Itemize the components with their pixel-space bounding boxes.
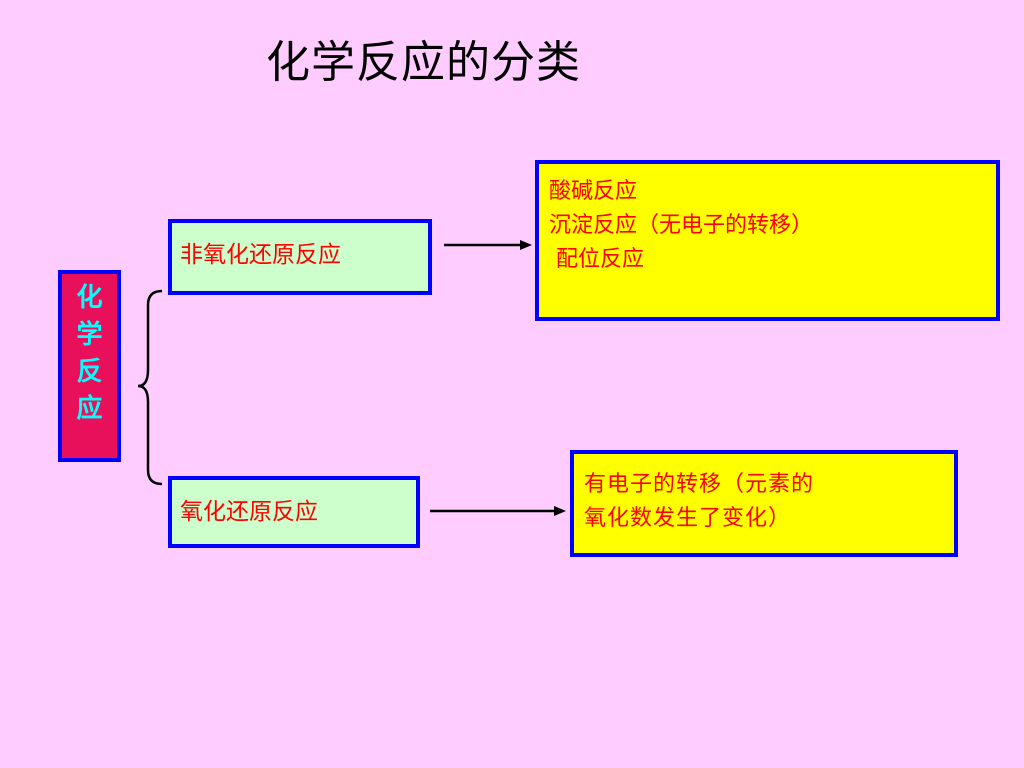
category-label: 非氧化还原反应 bbox=[180, 242, 341, 268]
arrow-to-non-redox-details bbox=[444, 240, 532, 250]
redox-details-box: 有电子的转移（元素的 氧化数发生了变化） bbox=[570, 450, 958, 557]
details-text: 有电子的转移（元素的 氧化数发生了变化） bbox=[584, 468, 814, 536]
non-redox-reaction-box: 非氧化还原反应 bbox=[168, 219, 432, 295]
curly-brace bbox=[137, 289, 163, 486]
non-redox-details-box: 酸碱反应 沉淀反应（无电子的转移） 配位反应 bbox=[535, 160, 1000, 321]
root-char: 反 bbox=[76, 357, 103, 387]
root-char: 学 bbox=[76, 320, 103, 350]
root-char: 化 bbox=[76, 283, 103, 313]
arrow-to-redox-details bbox=[430, 506, 566, 516]
details-text: 酸碱反应 沉淀反应（无电子的转移） 配位反应 bbox=[549, 175, 813, 277]
detail-line: 有电子的转移（元素的 bbox=[584, 472, 815, 497]
root-label: 化 学 反 应 bbox=[62, 280, 117, 428]
root-char: 应 bbox=[76, 394, 103, 424]
detail-line: 配位反应 bbox=[549, 247, 644, 272]
detail-line: 沉淀反应（无电子的转移） bbox=[549, 213, 814, 238]
root-chemical-reaction-box: 化 学 反 应 bbox=[58, 270, 121, 462]
slide-title: 化学反应的分类 bbox=[266, 37, 581, 88]
category-label: 氧化还原反应 bbox=[180, 499, 318, 525]
detail-line: 氧化数发生了变化） bbox=[584, 506, 792, 531]
detail-line: 酸碱反应 bbox=[549, 179, 638, 204]
redox-reaction-box: 氧化还原反应 bbox=[168, 476, 420, 548]
